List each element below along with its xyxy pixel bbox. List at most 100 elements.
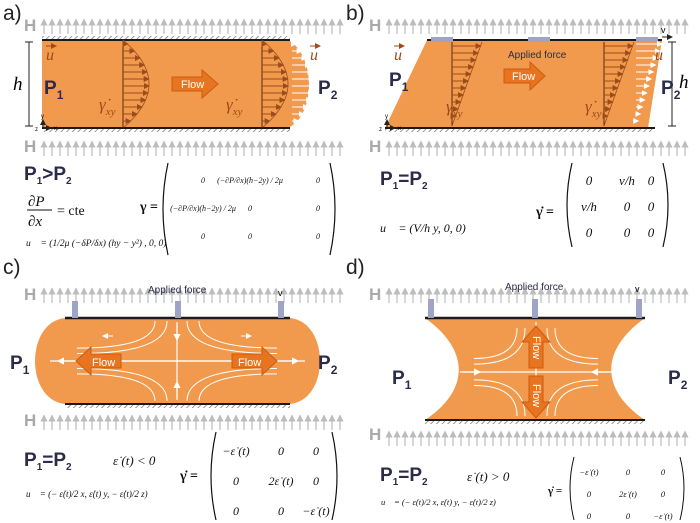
- matrix-cell: 0: [278, 504, 284, 518]
- hyperbolic-streamline: [473, 379, 526, 417]
- panel-b-h-top: H: [369, 16, 381, 35]
- panel-a-matrix-rparen: [329, 162, 336, 256]
- panel-d-plate-handle-3: [636, 299, 642, 318]
- panel-d-flow-arrow-up: [520, 325, 552, 369]
- matrix-cell: 0: [313, 444, 319, 458]
- matrix-cell: 0: [313, 474, 319, 488]
- svg-text:z: z: [379, 127, 382, 133]
- matrix-cell: 0: [316, 232, 320, 241]
- panel-d-v-label: v: [635, 284, 640, 294]
- panel-a-inflow-arrows: [2, 41, 33, 124]
- panel-d-flow-arrow-down: [520, 375, 552, 419]
- panel-b-velocity-profile-left: [450, 41, 483, 127]
- panel-b-bottom-hatch: [385, 128, 655, 132]
- panel-c-velocity: u⃗ = (− ε̇(t)/2 x, ε̇(t) y, − ε̇(t)/2 z): [26, 489, 148, 499]
- svg-text:x: x: [54, 126, 57, 132]
- matrix-cell: 0: [648, 225, 655, 240]
- panel-a-velocity: u⃗ = (1/2μ (−δP/δx) (hy − y²) , 0, 0): [26, 238, 166, 249]
- matrix-cell: 0: [278, 444, 284, 458]
- panel-c-plate-handle-2: [175, 301, 181, 318]
- panel-c-applied-force: Applied force: [148, 285, 207, 296]
- panel-a: a) H H h u u P1 P2 Flow γ̇xy γ̇xy: [2, 2, 344, 256]
- panel-b-applied-force: Applied force: [508, 50, 567, 61]
- matrix-cell: −ε̇ (t): [579, 467, 598, 477]
- panel-a-axes: x y z: [35, 114, 57, 133]
- panel-a-outflow-arrows: [290, 41, 315, 124]
- hyperbolic-streamline: [473, 327, 526, 365]
- svg-text:x: x: [398, 126, 401, 132]
- panel-d-h-arrows-top: [385, 287, 689, 303]
- hyperbolic-streamline: [186, 320, 278, 354]
- panel-b-axes: x y z: [379, 114, 401, 133]
- panel-b-velocity-profile-right: [602, 41, 635, 127]
- matrix-cell: 0: [624, 225, 631, 240]
- panel-d-h-arrows-bottom: [385, 430, 689, 446]
- matrix-cell: 0: [316, 176, 320, 185]
- panel-b-plate-handle-1: [431, 37, 453, 42]
- panel-b-u-right: u: [655, 47, 663, 64]
- matrix-cell: 0: [233, 474, 239, 488]
- panel-d-matrix-lparen: [569, 456, 575, 521]
- svg-text:y: y: [385, 114, 388, 120]
- matrix-cell: −ε̇ (t): [302, 504, 329, 518]
- panel-c-plate-handle-1: [72, 301, 78, 318]
- matrix-cell: v/h: [619, 173, 635, 188]
- profile-envelope: [451, 41, 483, 127]
- panel-c-h-bottom: H: [24, 411, 36, 430]
- panel-b-condition: P1=P2: [380, 169, 428, 192]
- matrix-cell: −ε̇ (t): [653, 511, 672, 521]
- panel-a-flow-label: Flow: [181, 79, 204, 91]
- matrix-cell: 0: [586, 173, 593, 188]
- matrix-cell: 0: [248, 204, 252, 213]
- panel-c-letter: c): [3, 256, 21, 279]
- svg-text:y: y: [41, 114, 44, 120]
- panel-a-u-right: u: [310, 47, 318, 64]
- panel-a-h-label: h: [13, 74, 23, 95]
- matrix-cell: 0: [661, 489, 666, 499]
- panel-d-plate-handle-2: [532, 299, 538, 318]
- matrix-cell: 0: [586, 225, 593, 240]
- panel-a-gamma-right: γ̇xy: [226, 95, 243, 118]
- matrix-cell: 0: [626, 511, 631, 521]
- panel-c-h-arrows-top: [40, 287, 344, 303]
- panel-c-flow-arrow-right: [231, 345, 278, 377]
- panel-b-h-arrows-top: [385, 18, 689, 34]
- panel-a-h-bottom: H: [24, 137, 36, 156]
- panel-b-inflow-arrows: [352, 41, 387, 124]
- panel-c-h-top: H: [24, 285, 36, 304]
- hyperbolic-streamline: [554, 385, 599, 417]
- panel-c: c) H H Applied force v P1 P2 Flow Flow P…: [3, 256, 344, 521]
- panel-c-v-label: v: [278, 288, 283, 298]
- hyperbolic-streamline: [473, 385, 518, 417]
- panel-d-flow-label-down: Flow: [530, 384, 542, 407]
- panel-a-h-arrows-top: [40, 18, 344, 34]
- panel-b-plate-handle-3: [636, 37, 658, 42]
- panel-d-p2: P2: [668, 368, 688, 392]
- panel-b-gamma-right: γ̇xy: [585, 97, 602, 120]
- matrix-cell: 0: [587, 511, 592, 521]
- panel-a-grad-num: ∂P: [28, 194, 45, 210]
- hyperbolic-streamline: [546, 379, 599, 417]
- matrix-cell: (−∂P/∂x)(h−2y) / 2μ: [170, 204, 236, 213]
- matrix-cell: 0: [248, 232, 252, 241]
- panel-c-matrix-lparen: [210, 431, 217, 521]
- panel-c-matrix-rparen: [331, 431, 338, 521]
- panel-d-bottom-hatch: [425, 420, 645, 424]
- panel-a-gamma-left: γ̇xy: [99, 95, 116, 118]
- hyperbolic-streamline: [76, 320, 168, 354]
- profile-envelope: [261, 39, 289, 128]
- panel-b-h-arrows-bottom: [385, 140, 689, 156]
- panel-b-plate-handle-2: [528, 37, 550, 42]
- panel-c-condition: P1=P2: [24, 450, 72, 473]
- panel-c-gamma-lhs: γ̇ =: [179, 469, 198, 484]
- panel-a-flow-arrow: [171, 68, 219, 100]
- panel-d: d) H H Applied force v P1 P2 Flow Flow P…: [346, 256, 689, 521]
- panel-b-h-bottom: H: [369, 137, 381, 156]
- panel-b-flow-label: Flow: [512, 71, 535, 83]
- panel-d-plate-handle-1: [428, 299, 434, 318]
- panel-a-velocity-profile-right: [261, 39, 289, 128]
- panel-a-h-arrows-bottom: [40, 140, 344, 156]
- panel-c-flow-label-left: Flow: [92, 357, 115, 369]
